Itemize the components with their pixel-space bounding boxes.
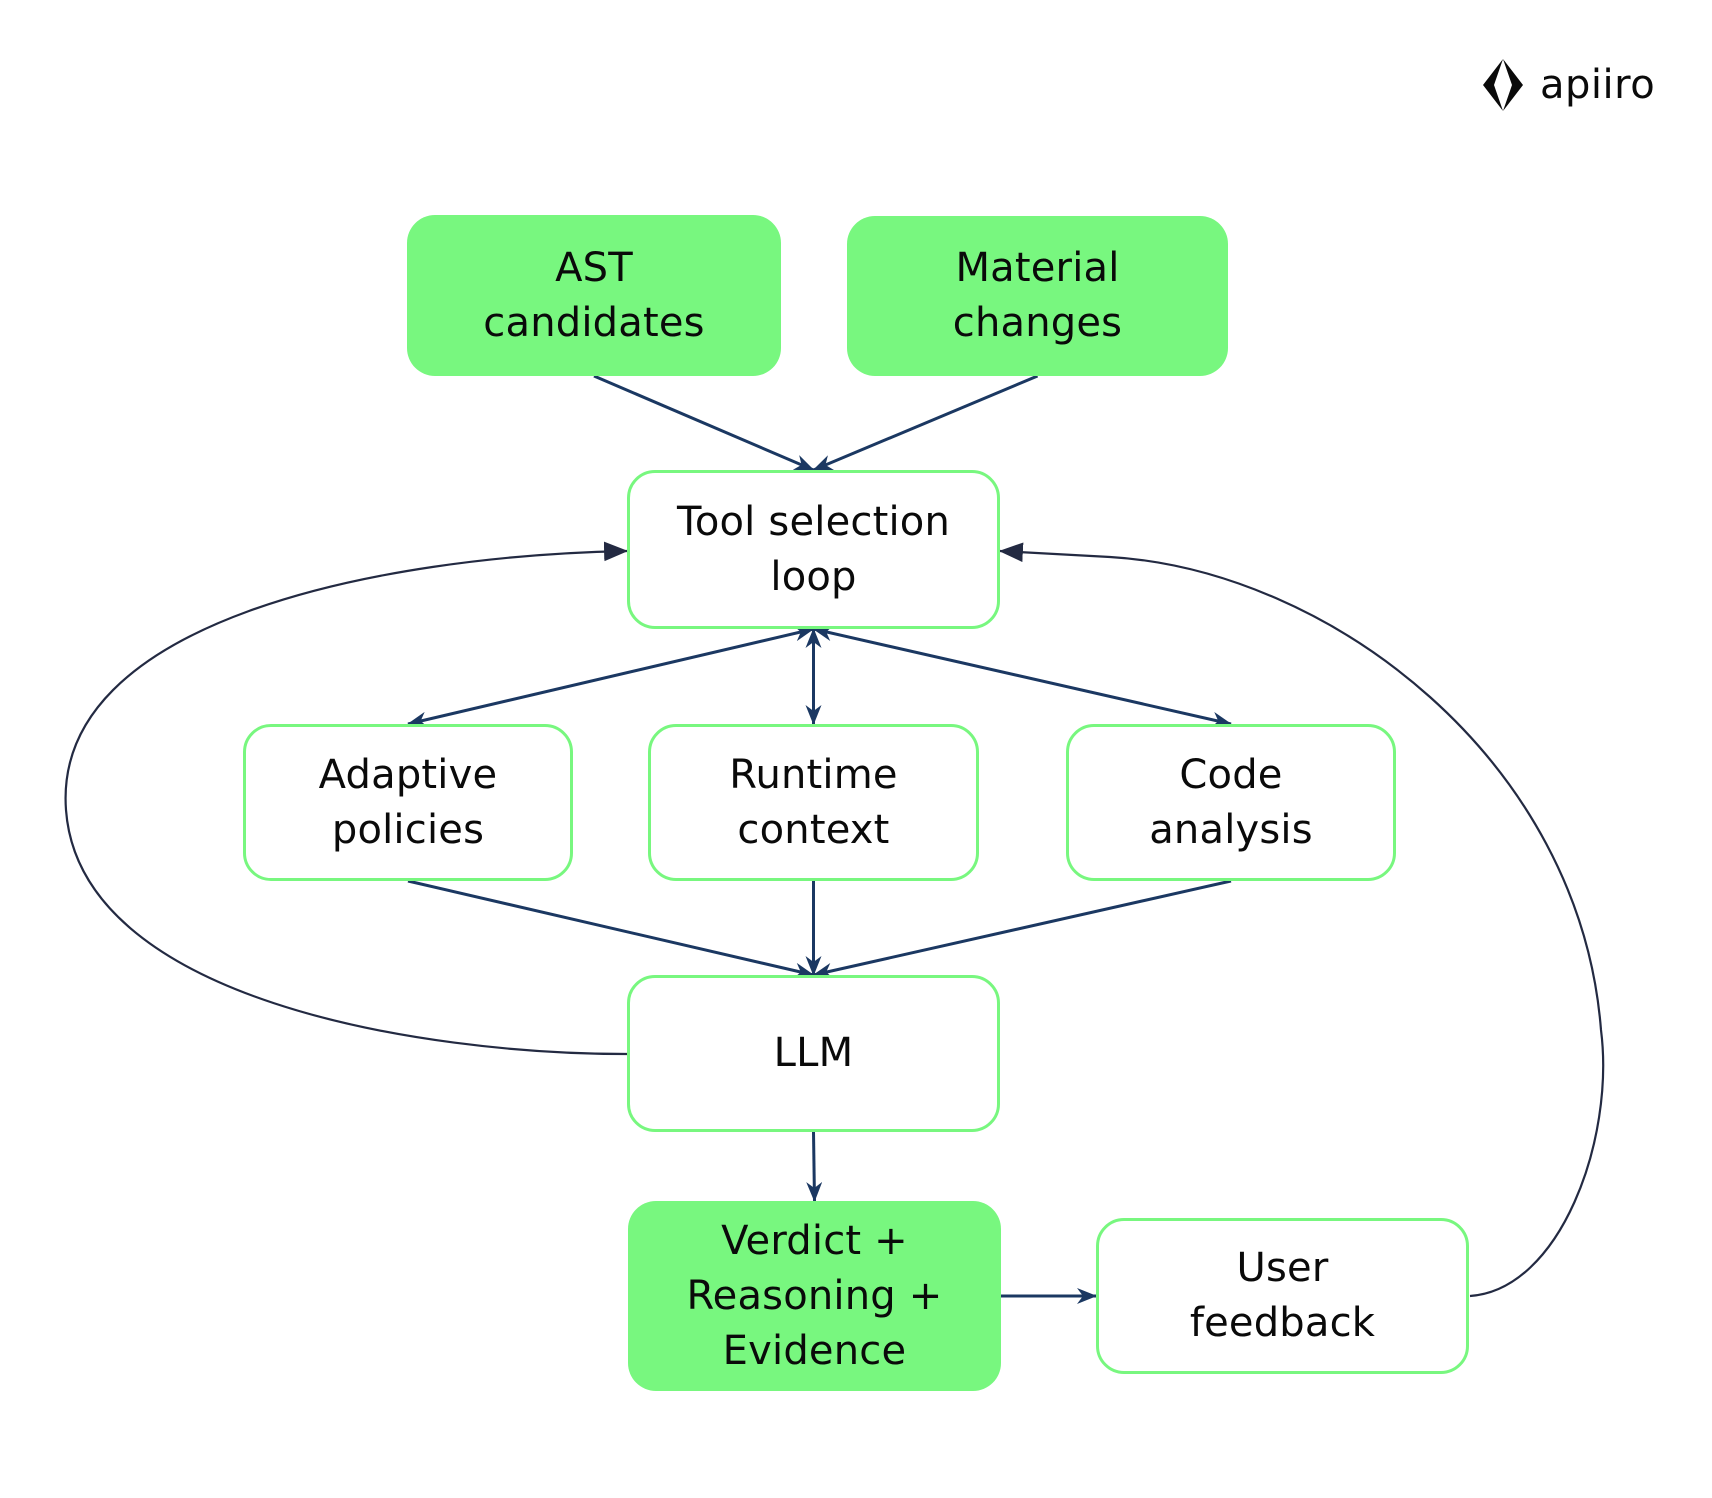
node-code-analysis: Code analysis	[1066, 724, 1396, 881]
node-label: Material changes	[952, 245, 1123, 346]
node-user-feedback: User feedback	[1096, 1218, 1469, 1374]
node-tool-selection-loop: Tool selection loop	[627, 470, 1000, 629]
node-label: User feedback	[1189, 1245, 1376, 1346]
brand-name: apiiro	[1540, 62, 1656, 108]
diamond-logo-icon	[1483, 59, 1523, 111]
edge-ast-to-tool	[593, 374, 815, 472]
node-verdict-reasoning-evidence: Verdict + Reasoning + Evidence	[628, 1201, 1001, 1391]
edge-code-to-llm	[812, 879, 1232, 979]
node-label: Adaptive policies	[318, 751, 498, 853]
edge-feedback-to-tool	[998, 542, 1605, 1298]
node-label: Verdict + Reasoning + Evidence	[686, 1217, 943, 1374]
edge-tool-to-code	[812, 625, 1232, 728]
node-label: LLM	[773, 1030, 854, 1076]
node-adaptive-policies: Adaptive policies	[243, 724, 573, 881]
edge-llm-to-verdict	[806, 1131, 823, 1202]
node-llm: LLM	[627, 975, 1000, 1132]
brand-logo: apiiro	[1480, 58, 1655, 112]
node-material-changes: Material changes	[847, 216, 1228, 376]
node-runtime-context: Runtime context	[648, 724, 979, 881]
edge-tool-to-adaptive	[407, 625, 815, 728]
edge-adaptive-to-llm	[407, 879, 815, 979]
node-label: Tool selection loop	[677, 498, 950, 600]
node-label: Runtime context	[729, 751, 898, 853]
node-label: AST candidates	[483, 244, 705, 346]
node-ast-candidates: AST candidates	[407, 215, 781, 376]
edge-material-to-tool	[812, 374, 1039, 472]
node-label: Code analysis	[1149, 751, 1313, 853]
